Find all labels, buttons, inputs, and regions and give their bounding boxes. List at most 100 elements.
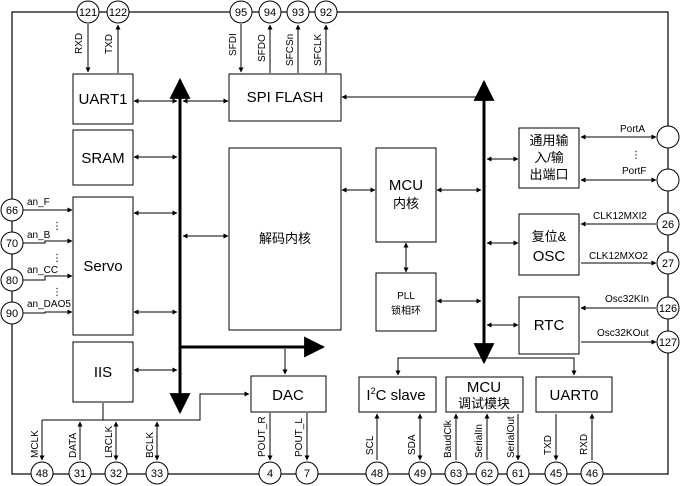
sfdo-top-label: SFDO <box>257 34 268 62</box>
pin-63-label: 63 <box>450 468 462 480</box>
port-dots: ⋮ <box>631 150 641 161</box>
an-dots-2: ⋮ <box>52 253 62 264</box>
an-dao5-label: an_DAO5 <box>27 299 71 310</box>
mcu-core-label-2: 内核 <box>393 196 419 211</box>
mcu-core-label-1: MCU <box>389 177 423 194</box>
mcu-debug-label-2: 调试模块 <box>458 396 510 411</box>
pin-portf <box>656 168 680 192</box>
an-f-label: an_F <box>27 197 50 208</box>
sram-block <box>72 129 134 186</box>
servo-label: Servo <box>83 258 122 275</box>
pin-70-label: 70 <box>6 238 18 250</box>
iis-label: IIS <box>94 364 112 381</box>
mcu-debug-label-1: MCU <box>467 379 501 396</box>
osc32kin-label: Osc32KIn <box>605 294 649 305</box>
pin-121 <box>76 0 100 24</box>
pin-122-label: 122 <box>109 7 127 19</box>
uart1-label: UART1 <box>79 91 128 108</box>
pin-63 <box>444 461 468 485</box>
clk12mxo2-label: CLK12MXO2 <box>589 251 648 262</box>
rtc-block <box>518 296 580 355</box>
pin-127-label: 127 <box>659 337 677 349</box>
pin-94 <box>258 0 282 24</box>
portf-label: PortF <box>622 166 646 177</box>
uart0-block <box>535 376 613 413</box>
pin-27-label: 27 <box>662 258 674 270</box>
pin-49 <box>408 461 432 485</box>
pin-122 <box>106 0 130 24</box>
reset-osc-label-2: OSC <box>533 248 566 265</box>
pin-61-label: 61 <box>512 468 524 480</box>
pin-92-label: 92 <box>320 7 332 19</box>
servo-block <box>72 196 134 336</box>
pin-62 <box>475 461 499 485</box>
pin-95 <box>229 0 253 24</box>
gpio-label-2: 入/输 <box>534 150 564 165</box>
pin-61 <box>506 461 530 485</box>
pin-porta <box>656 125 680 149</box>
txd-top-label: TXD <box>104 34 115 54</box>
mcu-core-block <box>375 147 437 243</box>
bottom-pins: 48 31 32 33 4 7 48 49 63 62 61 45 46 <box>30 461 604 485</box>
right-side-io: 26 27 126 127 <box>656 125 680 354</box>
mcu-debug-block <box>445 376 524 413</box>
pin-33 <box>145 461 169 485</box>
pout-l-label: POUT_L <box>294 418 305 457</box>
uart0-txd-label: TXD <box>543 435 554 455</box>
sram-label: SRAM <box>81 150 124 167</box>
pin-26 <box>656 212 680 236</box>
pin-93 <box>286 0 310 24</box>
sda-label: SDA <box>407 434 418 455</box>
uart1-block <box>72 73 134 125</box>
reset-osc-block <box>518 213 580 276</box>
an-b-line <box>23 238 73 244</box>
pin-45-label: 45 <box>550 468 562 480</box>
pin-32-label: 32 <box>110 468 122 480</box>
gpio-label-1: 通用输 <box>529 133 568 148</box>
an-cc-line <box>23 273 73 281</box>
pin-48a <box>30 461 54 485</box>
pll-label-2: 锁相环 <box>391 304 421 317</box>
pin-48a-label: 48 <box>36 468 48 480</box>
decoder-core-label: 解码内核 <box>259 231 311 246</box>
an-b-label: an_B <box>27 230 51 241</box>
lrclk-label: LRCLK <box>104 425 115 458</box>
an-dao5-line <box>23 309 73 315</box>
mclk-label: MCLK <box>30 430 41 458</box>
scl-label: SCL <box>365 435 376 455</box>
pin-94-label: 94 <box>264 7 276 19</box>
sfcsn-top-label: SFCSn <box>285 34 296 66</box>
pin-7-label: 7 <box>304 468 310 480</box>
pll-label-1: PLL <box>397 291 415 302</box>
iis-block <box>72 341 134 403</box>
pin-92 <box>314 0 338 24</box>
pin-26-label: 26 <box>662 219 674 231</box>
clk12mxi2-label: CLK12MXI2 <box>593 211 647 222</box>
osc32kout-label: Osc32KOut <box>597 328 649 339</box>
bclk-label: BCLK <box>145 432 156 458</box>
gpio-block <box>518 127 580 189</box>
rxd-top-label: RXD <box>74 33 85 54</box>
spi-flash-label: SPI FLASH <box>247 89 324 106</box>
pin-46-label: 46 <box>586 468 598 480</box>
pin-93-label: 93 <box>292 7 304 19</box>
pin-66-label: 66 <box>6 205 18 217</box>
top-pins: 121 122 95 94 93 92 <box>76 0 338 24</box>
sfdi-top-label: SFDI <box>228 33 239 56</box>
pin-33-label: 33 <box>151 468 163 480</box>
pll-block <box>375 272 437 332</box>
pin-4 <box>258 461 282 485</box>
dac-label: DAC <box>272 387 304 404</box>
pin-45 <box>544 461 568 485</box>
pin-4-label: 4 <box>267 468 273 480</box>
serialout-label: SerialOut <box>506 416 517 458</box>
data-label: DATA <box>68 432 79 458</box>
pin-7 <box>295 461 319 485</box>
spi-flash-block <box>228 73 342 122</box>
rtc-label: RTC <box>534 317 565 334</box>
i2c-slave-block <box>358 376 437 413</box>
baudclk-label: BaudClk <box>443 419 454 458</box>
pin-48b <box>365 461 389 485</box>
sfclk-top-label: SFCLK <box>313 33 324 66</box>
